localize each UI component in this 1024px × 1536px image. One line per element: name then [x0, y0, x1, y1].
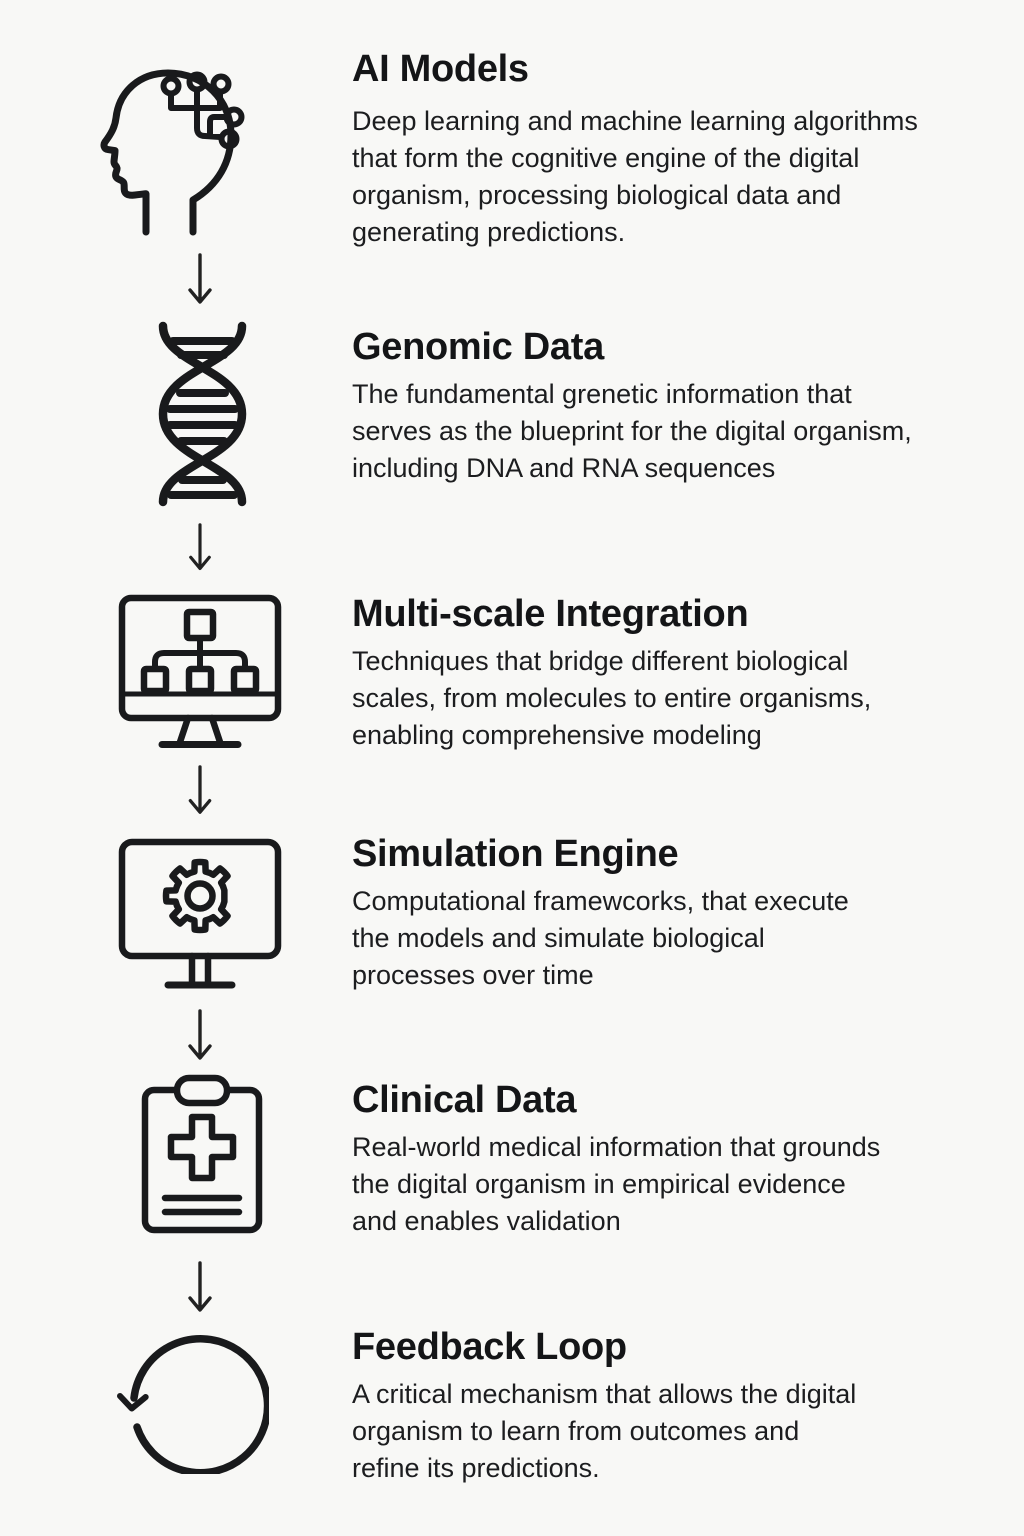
arrow-down-icon: [185, 1008, 215, 1064]
arrow-down-icon: [185, 522, 215, 574]
step-title-clinical-data: Clinical Data: [352, 1079, 577, 1121]
arrow-down-icon: [185, 1258, 215, 1318]
step-description-genomic-data: The fundamental grenetic information tha…: [352, 379, 912, 483]
step-description-feedback-loop: A critical mechanism that allows the dig…: [352, 1379, 857, 1483]
step-title-simulation-engine: Simulation Engine: [352, 833, 679, 875]
step-title-feedback-loop: Feedback Loop: [352, 1326, 627, 1368]
step-description-clinical-data: Real-world medical information that grou…: [352, 1132, 881, 1236]
step-title-multi-scale-integration: Multi-scale Integration: [352, 593, 749, 635]
clipboard-medical-icon: [137, 1074, 267, 1236]
step-description-multi-scale-integration: Techniques that bridge different biologi…: [352, 646, 872, 750]
monitor-gear-icon: [116, 836, 284, 992]
arrow-down-icon: [185, 764, 215, 818]
step-description-ai-models: Deep learning and machine learning algor…: [352, 106, 918, 247]
step-title-ai-models: AI Models: [352, 48, 529, 90]
step-description-simulation-engine: Computational framewcorks, that execute …: [352, 886, 849, 990]
dna-helix-icon: [155, 314, 250, 514]
step-title-genomic-data: Genomic Data: [352, 326, 604, 368]
arrow-down-icon: [185, 252, 215, 308]
circular-arrow-icon: [114, 1324, 269, 1474]
head-circuit-icon: [98, 44, 263, 236]
monitor-hierarchy-icon: [114, 592, 286, 750]
